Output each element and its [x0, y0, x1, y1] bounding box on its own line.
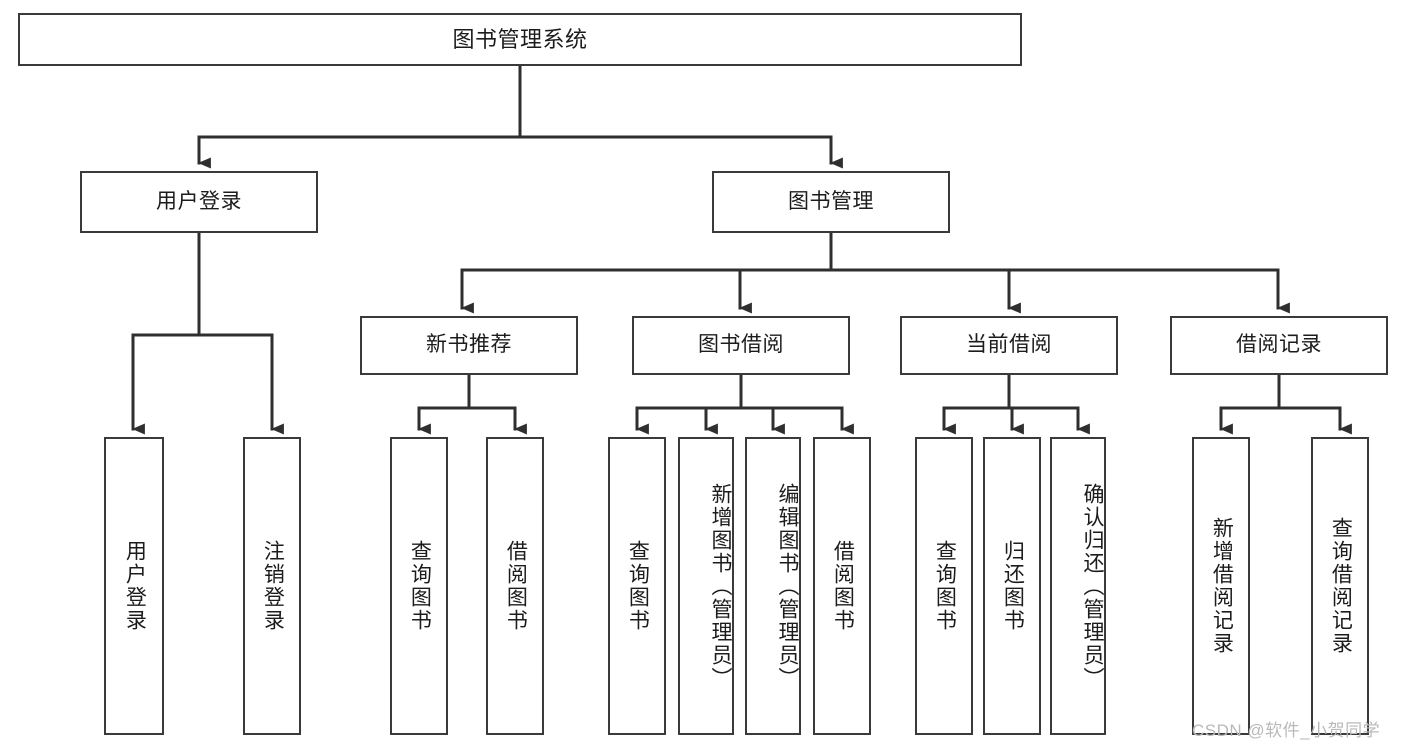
node-new-book-recommend[interactable]: 新书推荐 [360, 316, 578, 375]
node-current-borrow[interactable]: 当前借阅 [900, 316, 1118, 375]
leaf-query-books-recommend[interactable]: 查询图书 [390, 437, 448, 735]
leaf-add-borrow-record[interactable]: 新增借阅记录 [1192, 437, 1250, 735]
leaf-borrow-books[interactable]: 借阅图书 [813, 437, 871, 735]
leaf-logout[interactable]: 注销登录 [243, 437, 301, 735]
leaf-borrow-books-recommend[interactable]: 借阅图书 [486, 437, 544, 735]
leaf-query-books-current[interactable]: 查询图书 [915, 437, 973, 735]
csdn-watermark: CSDN @软件_小贺同学 [1192, 721, 1381, 740]
leaf-confirm-return-admin[interactable]: 确认归还（管理员） [1050, 437, 1106, 735]
leaf-query-books-borrow[interactable]: 查询图书 [608, 437, 666, 735]
node-book-management[interactable]: 图书管理 [712, 171, 950, 233]
leaf-user-login[interactable]: 用户登录 [104, 437, 164, 735]
node-book-borrow[interactable]: 图书借阅 [632, 316, 850, 375]
leaf-edit-book-admin[interactable]: 编辑图书（管理员） [745, 437, 801, 735]
node-user-login[interactable]: 用户登录 [80, 171, 318, 233]
node-borrow-records[interactable]: 借阅记录 [1170, 316, 1388, 375]
node-root[interactable]: 图书管理系统 [18, 13, 1022, 66]
leaf-query-borrow-record[interactable]: 查询借阅记录 [1311, 437, 1369, 735]
leaf-return-books[interactable]: 归还图书 [983, 437, 1041, 735]
leaf-add-book-admin[interactable]: 新增图书（管理员） [678, 437, 734, 735]
